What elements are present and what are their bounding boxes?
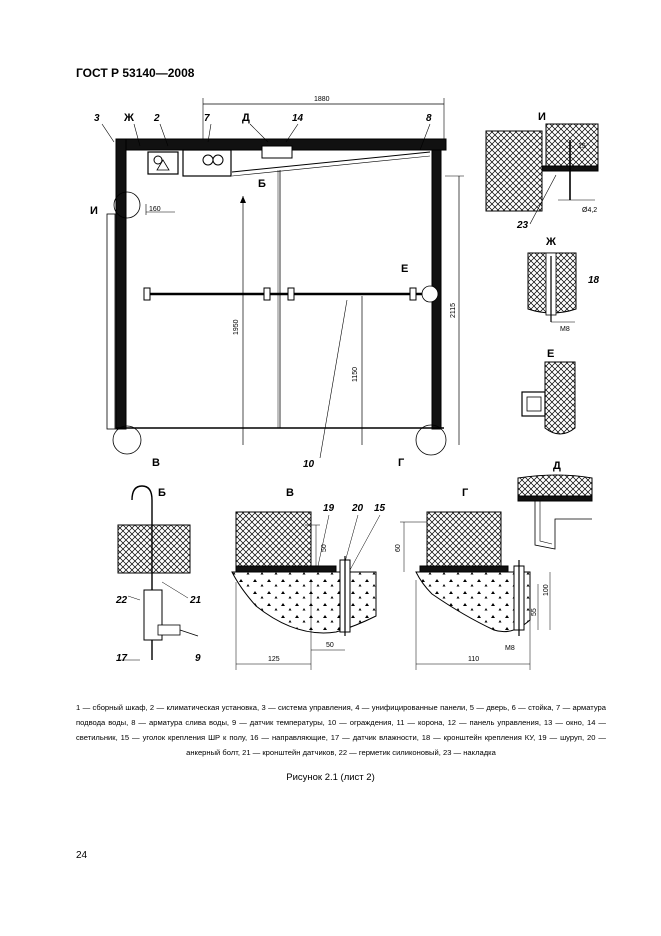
detail-G-title: Г (462, 487, 469, 499)
detail-I-part: 23 (516, 220, 529, 231)
detail-B-title: Б (158, 487, 166, 499)
detail-V-part-20: 20 (351, 503, 364, 514)
detail-B (117, 485, 199, 661)
detail-I-dim-b: Ø4,2 (582, 207, 597, 214)
detail-V (231, 511, 381, 670)
detail-G (400, 511, 551, 670)
detail-V-title: В (286, 487, 294, 499)
detail-E (521, 361, 576, 435)
dim-top-width: 1880 (314, 96, 330, 103)
label-e-main: Е (401, 263, 408, 275)
main-view (101, 98, 464, 459)
detail-I-title: И (538, 111, 546, 123)
detail-E-title: Е (547, 348, 554, 360)
label-d: Д (242, 112, 250, 124)
detail-I-dim-a: 15 (578, 143, 586, 150)
dim-offset: 160 (149, 206, 161, 213)
detail-G-dim-h3: 55 (531, 608, 538, 616)
detail-V-dim-h: 50 (321, 544, 328, 552)
detail-D (517, 474, 593, 550)
detail-G-dim-bolt: М8 (505, 645, 515, 652)
detail-B-part-22: 22 (115, 595, 128, 606)
label-7: 7 (204, 113, 210, 124)
detail-B-part-9: 9 (195, 653, 201, 664)
detail-G-dim-h: 60 (395, 544, 402, 552)
detail-Zh (527, 252, 577, 323)
detail-Zh-part: 18 (588, 275, 600, 286)
detail-Zh-title: Ж (545, 236, 556, 248)
figure-title: Рисунок 2.1 (лист 2) (286, 772, 375, 783)
legend-caption: 1 — сборный шкаф, 2 — климатическая уста… (76, 703, 606, 757)
detail-V-dim-w: 125 (268, 656, 280, 663)
detail-I (485, 123, 599, 225)
label-10: 10 (303, 459, 315, 470)
detail-B-part-21: 21 (189, 595, 202, 606)
dim-height-total: 2115 (450, 303, 457, 318)
label-v-main: В (152, 457, 160, 469)
dim-height-inner: 1950 (233, 319, 240, 335)
main-view-texts: 1880 160 1950 1150 2115 3 Ж 2 7 Д 14 8 Б… (90, 96, 457, 470)
label-14: 14 (292, 113, 304, 124)
detail-V-part-15: 15 (374, 503, 386, 514)
dim-rail-height: 1150 (352, 367, 359, 382)
page-number: 24 (76, 850, 88, 861)
label-i-main: И (90, 205, 98, 217)
label-b-main: Б (258, 178, 266, 190)
detail-Zh-dim: М8 (560, 326, 570, 333)
detail-G-dim-h2: 100 (543, 584, 550, 596)
detail-V-dim-w2: 50 (326, 642, 334, 649)
label-3: 3 (94, 113, 100, 124)
detail-D-title: Д (553, 460, 561, 472)
detail-V-part-19: 19 (323, 503, 335, 514)
label-2: 2 (153, 113, 160, 124)
detail-B-part-17: 17 (116, 653, 128, 664)
label-8: 8 (426, 113, 432, 124)
detail-G-dim-w: 110 (468, 656, 479, 663)
label-g-main: Г (398, 457, 405, 469)
document-header: ГОСТ Р 53140—2008 (76, 66, 195, 80)
label-zh: Ж (123, 112, 134, 124)
